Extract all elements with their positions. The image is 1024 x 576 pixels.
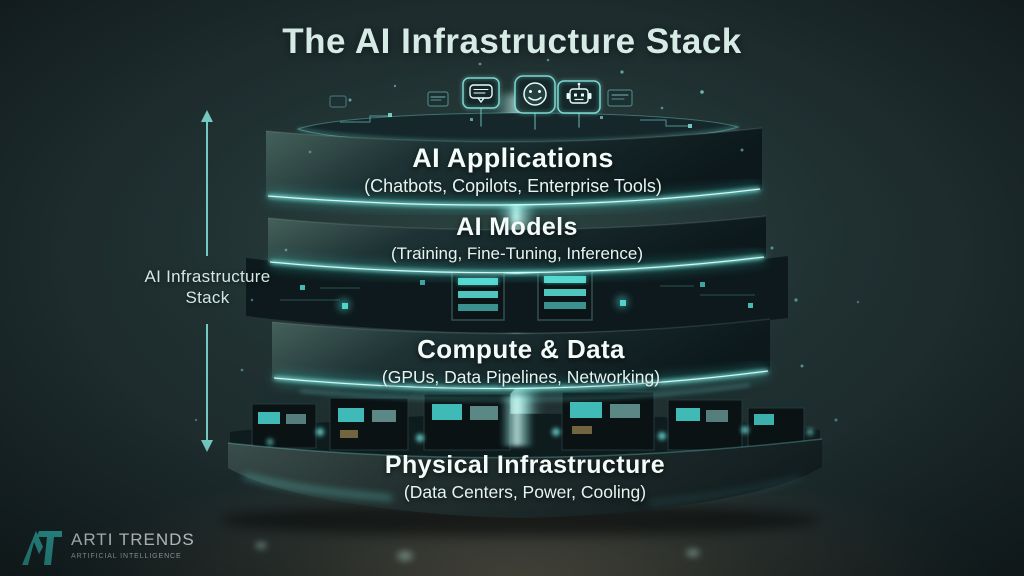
layer-label-compute: Compute & Data (GPUs, Data Pipelines, Ne… <box>268 334 774 388</box>
smiley-face-icon <box>514 75 556 114</box>
layer-title: Physical Infrastructure <box>384 451 666 479</box>
logo-monogram-icon <box>22 531 62 565</box>
chat-bubble-icon <box>462 77 500 109</box>
logo-tagline: ARTIFICIAL INTELLIGENCE <box>71 553 182 560</box>
robot-icon <box>557 80 601 114</box>
page-title: The AI Infrastructure Stack <box>282 22 742 61</box>
logo-name: ARTI TRENDS <box>71 530 195 549</box>
mini-panel-icon <box>607 89 633 107</box>
layer-subtitle: (Training, Fine-Tuning, Inference) <box>391 244 643 263</box>
server-rack <box>451 269 505 321</box>
mini-panel-icon <box>427 91 449 107</box>
layer-label-models: AI Models (Training, Fine-Tuning, Infere… <box>264 213 770 264</box>
logo-text: ARTI TRENDS ARTIFICIAL INTELLIGENCE <box>71 527 195 560</box>
brand-logo: ARTI TRENDS ARTIFICIAL INTELLIGENCE <box>20 527 195 567</box>
layer-subtitle: (Chatbots, Copilots, Enterprise Tools) <box>364 176 662 196</box>
side-label: AI Infrastructure Stack <box>125 266 290 308</box>
server-cube <box>251 394 326 449</box>
side-label-line2: Stack <box>185 288 230 307</box>
layer-subtitle: (Data Centers, Power, Cooling) <box>403 482 647 502</box>
layer-title: AI Applications <box>412 143 614 173</box>
side-label-line1: AI Infrastructure <box>144 267 271 286</box>
mini-panel-icon <box>329 95 347 108</box>
server-cube <box>667 390 754 451</box>
layer-title: AI Models <box>456 213 578 241</box>
layer-label-applications: AI Applications (Chatbots, Copilots, Ent… <box>262 143 764 197</box>
layer-title: Compute & Data <box>417 334 625 364</box>
layer-subtitle: (GPUs, Data Pipelines, Networking) <box>381 367 661 387</box>
layer-label-physical: Physical Infrastructure (Data Centers, P… <box>240 451 810 503</box>
